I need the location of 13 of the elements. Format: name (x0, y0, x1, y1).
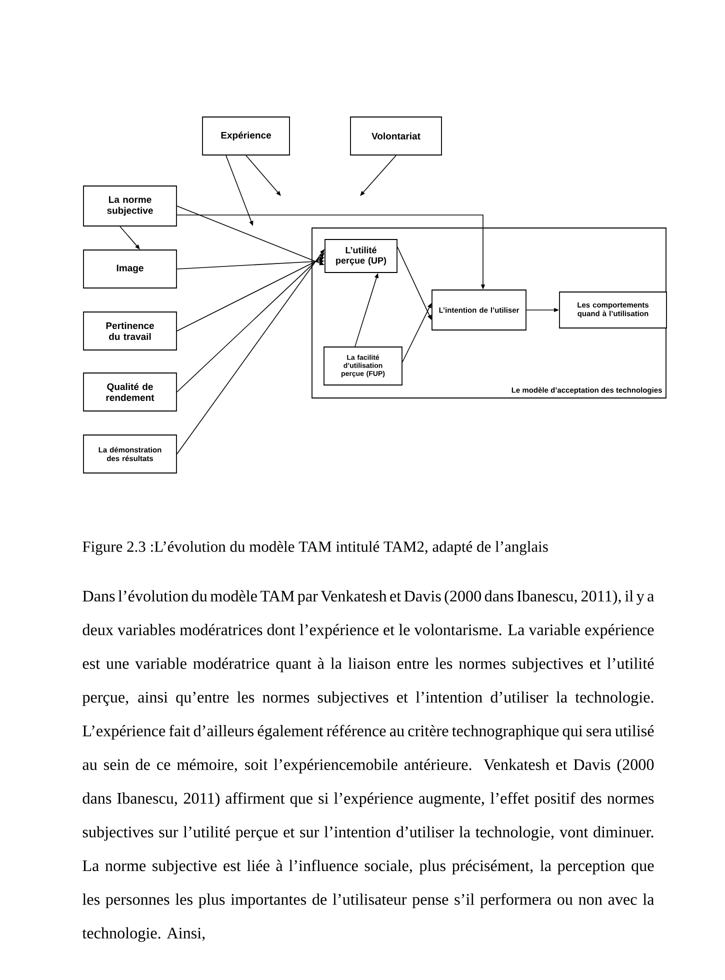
process-box: Image (83, 250, 177, 288)
model-frame (312, 228, 666, 398)
process-box: Qualité de rendement (83, 372, 177, 412)
figure-caption: Figure 2.3 :L’évolution du modèle TAM intitulé TAM2, adapté de l’anglais (82, 540, 548, 556)
process-box: L’utilité perçue (UP) (324, 239, 398, 273)
arrow (176, 253, 324, 392)
process-box: Pertinence du travail (83, 312, 177, 350)
process-box: La norme subjective (83, 186, 177, 226)
process-box: Expérience (202, 116, 290, 156)
body-paragraph: Dans l’évolution du modèle TAM par Venkatesh et Davis (2000 dans Ibanescu, 2011), il y a deux variables modératrices dont l’expérience et le volontarisme. La variable expérience est une variable modératrice quant à la liaison entre les normes subjectives et l’utilité perçue, ainsi qu’entre les normes subjectives et l’intention d’utiliser la technologie. L’expérience fait d’ailleurs également référence au critère technographique qui sera utilisé au sein de ce mémoire, soit l’expériencemobile antérieure. Venkatesh et Davis (2000 dans Ibanescu, 2011) affirment que si l’expérience augmente, l’effet positif des normes subjectives sur l’utilité perçue et sur l’intention d’utiliser la technologie, vont diminuer. La norme subjective est liée à l’influence sociale, plus précisément, la perception que les personnes les plus importantes de l’utilisateur pense s’il performera ou non avec la technologie. Ainsi, (82, 590, 654, 942)
arrow (246, 155, 281, 196)
arrow (360, 155, 396, 196)
process-box: Volontariat (350, 116, 442, 156)
